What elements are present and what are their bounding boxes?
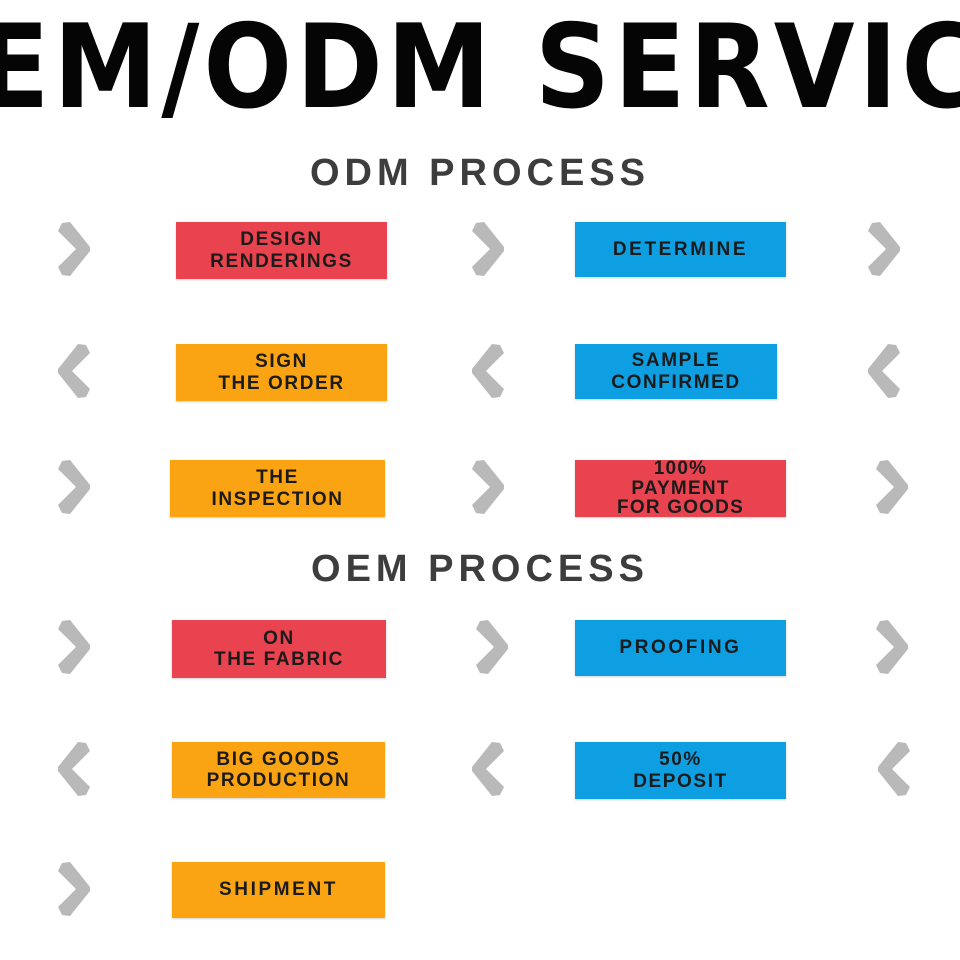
process-step-label-line: PROOFING xyxy=(619,637,742,659)
chevron-left-icon xyxy=(872,740,916,798)
chevron-left-icon xyxy=(466,342,510,400)
chevron-left-icon xyxy=(52,740,96,798)
process-step-label-line: PRODUCTION xyxy=(206,770,351,791)
section-heading-odm: ODM PROCESS xyxy=(309,152,651,194)
process-step-label: SHIPMENT xyxy=(213,879,344,900)
page-title: EM/ODM SERVIC xyxy=(0,0,960,135)
chevron-right-icon xyxy=(470,618,514,676)
banner: EM/ODM SERVIC xyxy=(0,0,960,138)
chevron-right-icon xyxy=(52,618,96,676)
chevron-right-icon xyxy=(52,860,96,918)
chevron-right-icon xyxy=(52,220,96,278)
process-step-box[interactable]: DETERMINE xyxy=(575,222,786,277)
chevron-left-icon xyxy=(862,342,906,400)
process-step-label-line: PAYMENT xyxy=(631,477,730,499)
chevron-right-icon xyxy=(870,618,914,676)
process-step-label: PROOFING xyxy=(613,637,747,658)
process-step-label-line: SHIPMENT xyxy=(219,879,338,901)
process-step-label: DETERMINE xyxy=(607,239,754,260)
process-step-box[interactable]: SHIPMENT xyxy=(172,862,385,918)
process-step-label-line: FOR GOODS xyxy=(617,497,744,519)
process-step-label-line: BIG GOODS xyxy=(216,748,341,770)
chevron-right-icon xyxy=(466,458,510,516)
chevron-right-icon xyxy=(870,458,914,516)
process-step-label-line: SAMPLE xyxy=(631,350,721,372)
process-step-label-line: 50% xyxy=(659,749,702,771)
process-step-label-line: 100% xyxy=(653,458,708,480)
process-step-label-line: ON xyxy=(263,627,295,649)
chevron-right-icon xyxy=(52,458,96,516)
process-step-label-line: CONFIRMED xyxy=(611,371,741,393)
process-step-label-line: INSPECTION xyxy=(211,488,344,510)
section-heading-oem: OEM PROCESS xyxy=(311,548,649,590)
process-step-label-line: RENDERINGS xyxy=(210,250,353,272)
process-row: SHIPMENT xyxy=(0,852,960,960)
process-step-label-line: DEPOSIT xyxy=(633,770,728,792)
process-step-box[interactable]: 50%DEPOSIT xyxy=(575,742,786,799)
process-step-label: 50%DEPOSIT xyxy=(627,749,734,792)
process-step-label-line: THE FABRIC xyxy=(214,649,344,670)
chevron-left-icon xyxy=(52,342,96,400)
process-step-label-line: THE ORDER xyxy=(218,372,345,394)
process-step-box[interactable]: PROOFING xyxy=(575,620,786,676)
process-step-label-line: THE xyxy=(256,467,299,489)
chevron-right-icon xyxy=(466,220,510,278)
process-step-label-line: DESIGN xyxy=(240,229,323,251)
chevron-left-icon xyxy=(466,740,510,798)
process-step-label-line: SIGN xyxy=(255,351,308,373)
chevron-right-icon xyxy=(862,220,906,278)
process-step-label-line: DETERMINE xyxy=(612,238,749,260)
